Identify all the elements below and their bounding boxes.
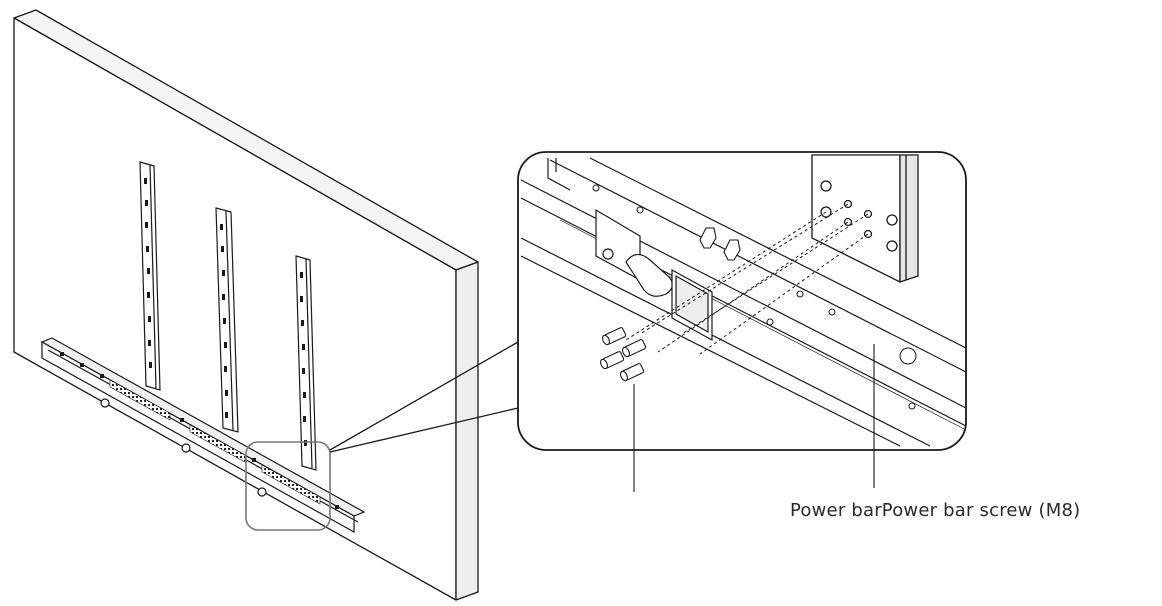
alignment-dashes [625, 203, 869, 355]
wall-screws [100, 398, 267, 497]
callout-label: Power barPower bar screw (M8) [790, 500, 1081, 521]
magnify-region-box [245, 441, 331, 531]
zoom-connector-lines [329, 341, 519, 453]
m8-screws [600, 327, 647, 382]
power-bar [40, 337, 366, 534]
detail-inset [517, 151, 967, 451]
bracket-plate [811, 154, 919, 284]
wall-panel [13, 9, 479, 601]
vertical-bracket-right [295, 255, 317, 471]
vertical-bracket-left [139, 161, 161, 391]
leader-lines [633, 344, 875, 492]
vertical-bracket-middle [215, 207, 239, 433]
locating-pins [699, 227, 741, 261]
